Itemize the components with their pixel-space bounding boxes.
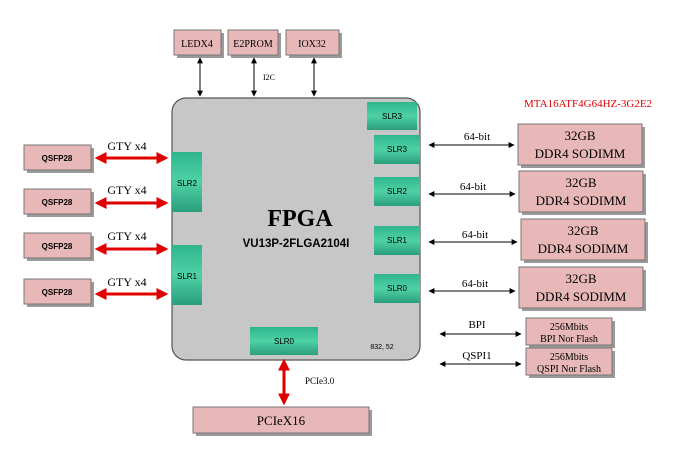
slr-right-0: SLR0 bbox=[374, 274, 420, 303]
slr-label: SLR0 bbox=[274, 337, 295, 346]
gty-label: GTY x4 bbox=[107, 183, 146, 197]
flash-block-bpi: 256Mbits BPI Nor Flash BPI bbox=[439, 317, 615, 348]
top-chip-e2prom: E2PROM bbox=[227, 29, 281, 58]
ddr-block-2: 32GB DDR4 SODIMM 64-bit bbox=[428, 170, 646, 215]
ddr-block-1: 32GB DDR4 SODIMM 64-bit bbox=[428, 123, 645, 168]
gty-label: GTY x4 bbox=[107, 275, 146, 289]
ddr-capacity: 32GB bbox=[565, 271, 596, 286]
pcie-block: PCIeX16 bbox=[192, 406, 372, 436]
gty-label: GTY x4 bbox=[107, 229, 146, 243]
slr-label: SLR1 bbox=[177, 272, 198, 281]
top-chip-label: E2PROM bbox=[233, 39, 273, 50]
fpga-part-number: VU13P-2FLGA2104I bbox=[243, 238, 350, 250]
slr-right-3: SLR3 bbox=[374, 135, 420, 164]
slr-label: SLR1 bbox=[387, 236, 408, 245]
top-chip-label: LEDX4 bbox=[181, 39, 213, 50]
ddr-bus-width: 64-bit bbox=[460, 181, 486, 193]
slr-right-1: SLR1 bbox=[374, 226, 420, 255]
ddr-type: DDR4 SODIMM bbox=[536, 289, 627, 304]
ddr-capacity: 32GB bbox=[564, 128, 595, 143]
ddr-block-3: 32GB DDR4 SODIMM 64-bit bbox=[428, 218, 648, 263]
qsfp-block-1: QSFP28 GTY x4 bbox=[23, 139, 169, 173]
qsfp-label: QSFP28 bbox=[42, 154, 73, 163]
slr-label: SLR2 bbox=[177, 179, 198, 188]
memory-part-number: MTA16ATF4G64HZ-3G2E2 bbox=[524, 98, 652, 110]
ddr-capacity: 32GB bbox=[565, 175, 596, 190]
flash-type: BPI Nor Flash bbox=[540, 334, 598, 345]
slr-label: SLR3 bbox=[387, 145, 408, 154]
flash-capacity: 256Mbits bbox=[550, 352, 588, 363]
i2c-label: I2C bbox=[263, 73, 275, 82]
fpga-title: FPGA bbox=[267, 206, 333, 232]
pcie-label: PCIeX16 bbox=[257, 413, 306, 428]
ddr-bus-width: 64-bit bbox=[464, 131, 490, 143]
qsfp-label: QSFP28 bbox=[42, 198, 73, 207]
qsfp-block-4: QSFP28 GTY x4 bbox=[23, 275, 169, 307]
ddr-type: DDR4 SODIMM bbox=[535, 146, 626, 161]
qsfp-label: QSFP28 bbox=[42, 288, 73, 297]
ddr-block-4: 32GB DDR4 SODIMM 64-bit bbox=[428, 266, 646, 311]
slr-right-2: SLR2 bbox=[374, 177, 420, 206]
gty-label: GTY x4 bbox=[107, 139, 146, 153]
slr-left-2: SLR2 bbox=[172, 152, 202, 212]
flash-block-qspi: 256Mbits QSPI Nor Flash QSPI1 bbox=[439, 347, 615, 378]
top-chip-ledx4: LEDX4 bbox=[173, 29, 224, 58]
slr-left-1: SLR1 bbox=[172, 245, 202, 305]
slr-label: SLR3 bbox=[382, 112, 403, 121]
slr-bottom-0: SLR0 bbox=[250, 327, 318, 355]
ddr-bus-width: 64-bit bbox=[462, 278, 488, 290]
slr-label: SLR2 bbox=[387, 187, 408, 196]
qsfp-block-3: QSFP28 GTY x4 bbox=[23, 229, 169, 261]
flash-bus: BPI bbox=[468, 319, 485, 331]
ddr-capacity: 32GB bbox=[567, 223, 598, 238]
qsfp-label: QSFP28 bbox=[42, 242, 73, 251]
top-chip-label: IOX32 bbox=[298, 39, 326, 50]
flash-type: QSPI Nor Flash bbox=[537, 364, 601, 375]
fpga-corner-note: 832, 52 bbox=[370, 344, 393, 351]
top-chip-iox32: IOX32 bbox=[285, 29, 342, 58]
ddr-type: DDR4 SODIMM bbox=[536, 193, 627, 208]
slr-right-top: SLR3 bbox=[367, 102, 417, 130]
qsfp-block-2: QSFP28 GTY x4 bbox=[23, 183, 169, 217]
ddr-bus-width: 64-bit bbox=[462, 229, 488, 241]
pcie-link-label: PCIe3.0 bbox=[305, 376, 335, 386]
flash-bus: QSPI1 bbox=[462, 350, 491, 362]
flash-capacity: 256Mbits bbox=[550, 322, 588, 333]
ddr-type: DDR4 SODIMM bbox=[538, 241, 629, 256]
slr-label: SLR0 bbox=[387, 284, 408, 293]
